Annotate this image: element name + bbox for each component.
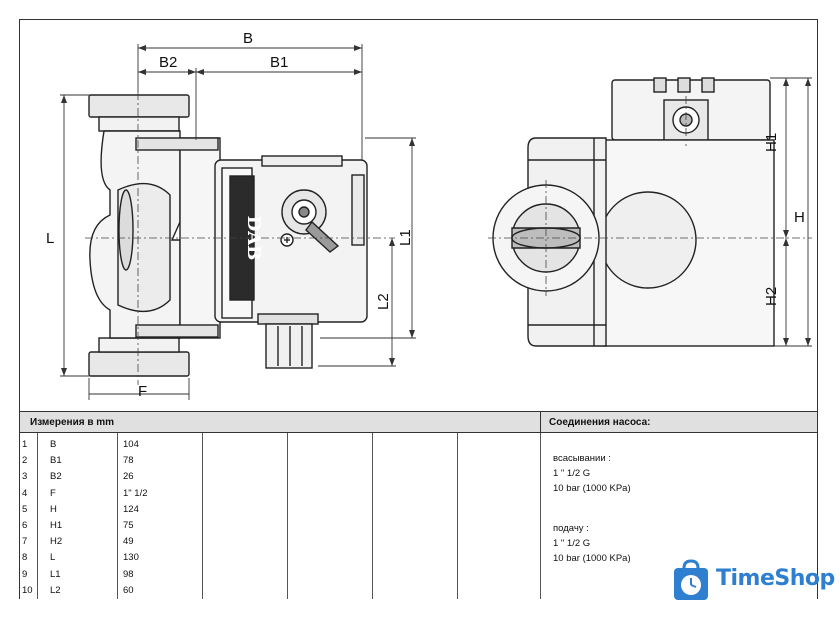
table-row: 4 F 1" 1/2 (20, 486, 540, 501)
row-parameter: B1 (50, 455, 62, 467)
connections-header: Соединения насоса: (540, 412, 817, 433)
timeshop-watermark: TimeShop (666, 558, 836, 606)
table-row: 9 L1 98 (20, 567, 540, 582)
col-divider (457, 433, 458, 599)
dim-label-f: F (138, 383, 147, 400)
side-view (492, 77, 775, 347)
row-parameter: F (50, 487, 56, 499)
table-row: 3 B2 26 (20, 469, 540, 484)
row-number: 6 (22, 520, 28, 531)
side-view-dimensions (770, 77, 812, 347)
row-number: 1 (22, 439, 28, 450)
table-row: 7 H2 49 (20, 534, 540, 549)
suction-label: всасывании : (553, 453, 611, 464)
row-parameter: L2 (50, 584, 61, 596)
row-value: 26 (123, 471, 134, 483)
row-number: 2 (22, 455, 28, 467)
row-number: 3 (22, 471, 28, 483)
dim-label-h2: H2 (763, 287, 780, 306)
row-value: 98 (123, 568, 134, 580)
table-row: 1 B 104 (20, 437, 540, 452)
row-number: 4 (22, 487, 28, 499)
row-number: 5 (22, 503, 28, 515)
row-number: 8 (22, 552, 28, 564)
col-divider (37, 433, 38, 599)
row-value: 49 (123, 536, 134, 548)
col-divider (287, 433, 288, 599)
row-value: 78 (123, 455, 134, 467)
delivery-label: подачу : (553, 523, 589, 534)
row-parameter: H (50, 503, 57, 515)
row-parameter: B (50, 439, 57, 450)
dim-label-l2: L2 (375, 293, 392, 310)
row-value: 1" 1/2 (123, 487, 148, 499)
row-parameter: B2 (50, 471, 62, 483)
col-divider (117, 433, 118, 599)
clock-bag-icon (674, 559, 708, 600)
row-parameter: L1 (50, 568, 61, 580)
row-value: 104 (123, 439, 139, 450)
side-view-centerlines (488, 96, 812, 296)
front-view (88, 94, 368, 377)
row-parameter: L (50, 552, 56, 564)
suction-size: 1 " 1/2 G (553, 468, 591, 479)
dim-label-b1: B1 (270, 54, 288, 71)
row-number: 10 (22, 584, 33, 596)
delivery-size: 1 " 1/2 G (553, 538, 591, 549)
col-divider (202, 433, 203, 599)
row-value: 124 (123, 503, 139, 515)
row-number: 9 (22, 568, 28, 580)
dab-plate-logo: DAB (243, 216, 264, 261)
row-value: 60 (123, 584, 134, 596)
row-number: 7 (22, 536, 28, 548)
delivery-pressure: 10 bar (1000 KPa) (553, 553, 631, 564)
dim-label-h: H (794, 209, 805, 226)
row-parameter: H1 (50, 520, 63, 531)
dim-label-h1: H1 (763, 133, 780, 152)
table-row: 10 L2 60 (20, 583, 540, 598)
row-value: 75 (123, 520, 134, 531)
front-view-dimensions (60, 44, 416, 400)
watermark-brand: TimeShop (716, 566, 835, 591)
side-view-arrows (783, 78, 811, 346)
table-row: 5 H 124 (20, 502, 540, 517)
front-view-arrows (61, 45, 415, 376)
dim-label-b: B (243, 30, 253, 47)
table-row: 8 L 130 (20, 550, 540, 565)
row-parameter: H2 (50, 536, 63, 548)
col-divider (372, 433, 373, 599)
table-row: 2 B1 78 (20, 453, 540, 468)
suction-pressure: 10 bar (1000 KPa) (553, 483, 631, 494)
table-row: 6 H1 75 (20, 518, 540, 533)
row-value: 130 (123, 552, 139, 564)
dimensions-header: Измерения в mm (20, 412, 540, 433)
col-divider (540, 433, 541, 599)
front-view-centerlines (85, 92, 395, 385)
dim-label-b2: B2 (159, 54, 177, 71)
dim-label-l: L (46, 230, 54, 247)
dim-label-l1: L1 (397, 229, 414, 246)
